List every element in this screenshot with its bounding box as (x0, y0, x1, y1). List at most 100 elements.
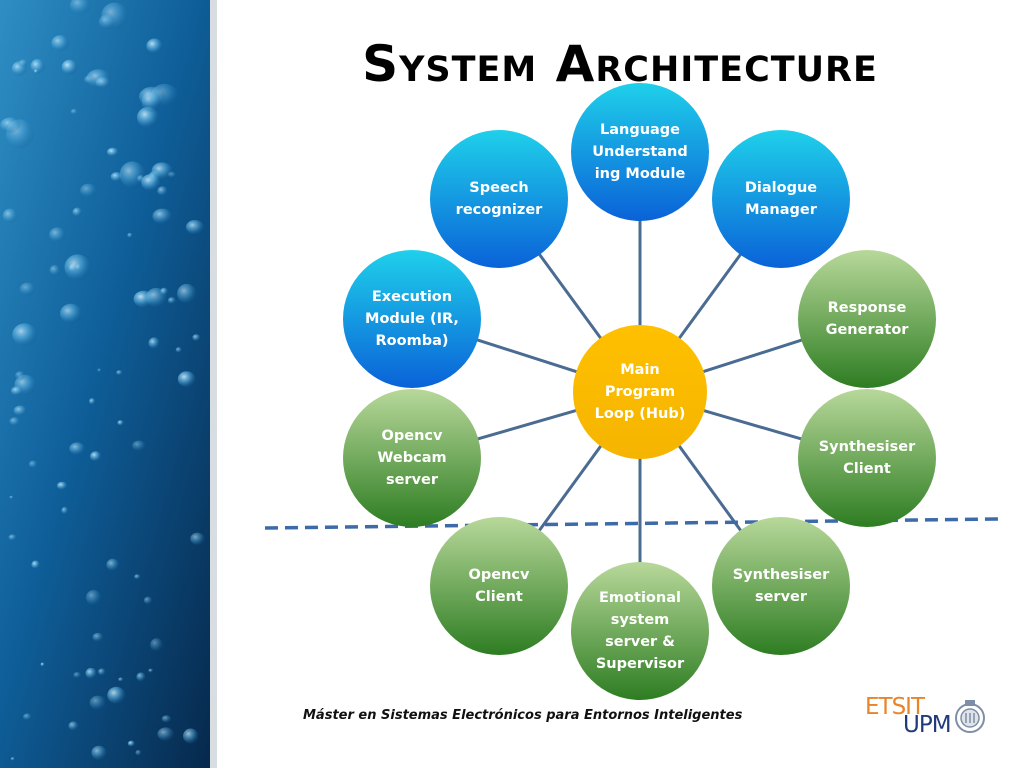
water-bubble (141, 174, 161, 191)
water-bubble (30, 58, 45, 74)
node-label-synthesiser-server: Synthesiser (733, 567, 830, 583)
water-bubble (28, 460, 38, 469)
node-label-opencv-webcam-server: server (386, 472, 439, 488)
water-bubble (143, 596, 153, 605)
water-bubble (70, 108, 78, 115)
node-circle-synthesiser-client (798, 389, 936, 527)
water-bubble (157, 186, 168, 196)
node-label-emotional-system-server-supervisor: Emotional (599, 590, 681, 606)
water-bubble (0, 117, 21, 133)
water-bubble (12, 323, 38, 346)
water-bubble (117, 420, 124, 426)
node-label-execution-module: Module (IR, (365, 311, 459, 327)
node-speech-recognizer: Speech recognizer (430, 130, 568, 268)
node-circle-speech-recognizer (430, 130, 568, 268)
water-bubble (89, 398, 96, 405)
water-bubble (152, 208, 173, 224)
connector-synthesiser-server (677, 443, 743, 533)
connector-response-generator (701, 338, 804, 374)
water-bubble (137, 107, 159, 128)
node-label-emotional-system-server-supervisor: Supervisor (596, 656, 685, 672)
water-bubble (64, 254, 91, 281)
water-bubble (13, 405, 27, 416)
node-circle-opencv-webcam-server (343, 389, 481, 527)
node-label-speech-recognizer: recognizer (456, 202, 543, 218)
water-bubble (127, 740, 135, 747)
node-label-execution-module: Execution (372, 289, 452, 305)
node-label-response-generator: Generator (826, 322, 910, 338)
water-bubble (98, 668, 106, 676)
connector-lines (475, 219, 804, 564)
node-label-opencv-client: Client (475, 589, 523, 605)
water-bubble (31, 560, 40, 569)
water-bubble (135, 749, 142, 756)
hub-label: Program (605, 384, 675, 400)
water-bubble (73, 672, 81, 679)
connector-execution-module (475, 338, 579, 374)
node-circle-dialogue-manager (712, 130, 850, 268)
water-bubble (91, 745, 107, 760)
water-bubble (175, 347, 182, 353)
water-bubble (61, 59, 78, 75)
water-bubble (68, 721, 79, 731)
water-bubble (136, 672, 146, 682)
water-bubble (107, 147, 119, 157)
water-bubble (148, 337, 160, 349)
water-bubble (18, 59, 28, 67)
water-bubble (61, 506, 69, 515)
water-bubble (148, 668, 154, 673)
water-bubble (2, 208, 18, 223)
water-bubble (90, 451, 102, 462)
water-bubble (33, 69, 39, 74)
node-label-synthesiser-client: Client (843, 461, 891, 477)
water-bubble (51, 35, 69, 52)
hub-circle (573, 325, 707, 459)
node-circle-execution-module (343, 250, 481, 388)
footer-text: Máster en Sistemas Electrónicos para Ent… (303, 708, 743, 723)
water-bubble (60, 303, 82, 324)
water-bubble (98, 14, 115, 30)
water-bubble (183, 728, 199, 744)
node-label-language-understanding-module: ing Module (595, 166, 686, 182)
water-bubble (177, 283, 197, 304)
water-bubble (107, 686, 126, 704)
water-bubble (141, 91, 161, 112)
slide-title: System Architecture (362, 35, 878, 93)
connector-opencv-client (537, 443, 603, 533)
water-bubble (89, 695, 106, 710)
water-bubble (151, 162, 173, 180)
hub-label: Loop (Hub) (595, 406, 686, 422)
water-bubble (72, 207, 83, 217)
water-bubble (11, 386, 23, 396)
node-label-dialogue-manager: Manager (745, 202, 818, 218)
water-bubble (192, 334, 201, 342)
water-background-image (0, 0, 217, 768)
water-bubble (92, 632, 104, 642)
etsit-upm-logo: ETSIT UPM (865, 692, 990, 744)
node-label-response-generator: Response (828, 300, 907, 316)
connector-opencv-webcam-server (475, 408, 578, 441)
water-bubble (150, 638, 163, 652)
water-bubble (161, 715, 172, 723)
node-label-language-understanding-module: Understand (592, 144, 688, 160)
node-label-language-understanding-module: Language (600, 122, 680, 138)
node-label-opencv-webcam-server: Webcam (377, 450, 446, 466)
node-label-opencv-webcam-server: Opencv (382, 428, 443, 444)
water-bubble (40, 662, 45, 667)
water-bubble (167, 297, 176, 304)
connector-synthesiser-client (701, 408, 804, 441)
node-circle-language-understanding-module (571, 83, 709, 221)
water-bubble (9, 495, 14, 500)
water-bubble (15, 371, 25, 380)
water-bubble (134, 574, 141, 580)
node-label-speech-recognizer: Speech (469, 180, 528, 196)
water-bubble (19, 282, 36, 296)
